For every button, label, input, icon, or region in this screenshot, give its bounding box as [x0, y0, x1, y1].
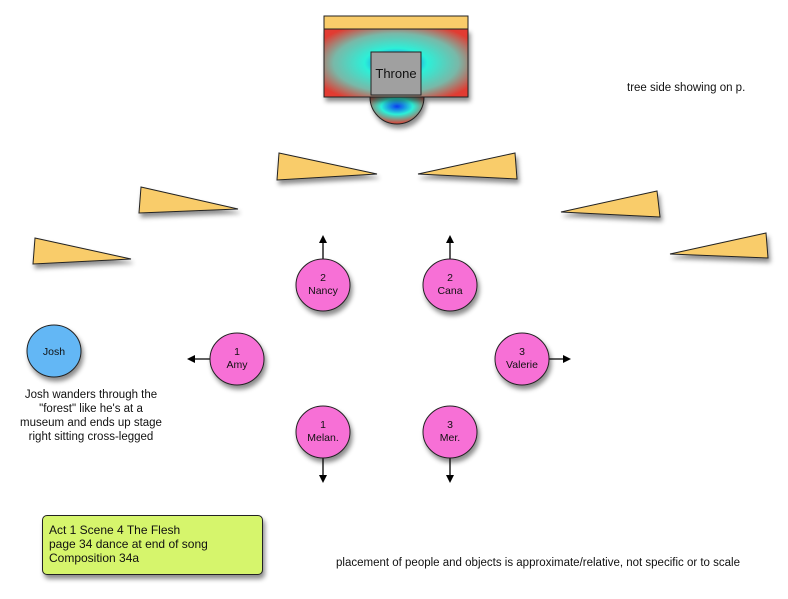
josh-label: Josh: [43, 346, 65, 358]
tree-right-1: [417, 152, 518, 180]
trees-group: [32, 152, 769, 265]
throne-label: Throne: [375, 66, 416, 81]
dancer-valerie: 3 Valerie: [494, 332, 571, 386]
dancer-circle: [422, 405, 478, 459]
tree-right-3: [669, 232, 769, 259]
tree-left-1: [276, 152, 378, 181]
dancer-number: 3: [519, 346, 525, 358]
dancer-name: Cana: [437, 285, 462, 297]
dancer-name: Nancy: [308, 285, 339, 297]
scene-info-line: Composition 34a: [49, 551, 140, 565]
tree-right-2: [560, 190, 661, 218]
throne-box: [370, 51, 422, 96]
scene-info-line: page 34 dance at end of song: [49, 537, 208, 551]
dancer-number: 3: [447, 419, 453, 431]
scene-info-box: Act 1 Scene 4 The Flesh page 34 dance at…: [42, 515, 263, 575]
josh-description-note: Josh wanders through the "forest" like h…: [20, 389, 162, 443]
scene-info-line: Act 1 Scene 4 The Flesh: [49, 523, 181, 537]
throne-semicircle: [369, 96, 425, 125]
dancer-name: Valerie: [506, 359, 538, 371]
tree-left-3: [32, 237, 132, 265]
tree-left-2: [138, 186, 239, 214]
dancer-nancy: 2 Nancy: [295, 235, 351, 312]
tree-side-note: tree side showing on p.: [627, 82, 746, 94]
dancer-melan: 1 Melan.: [295, 405, 351, 483]
dancer-circle: [422, 258, 478, 312]
dancer-number: 2: [447, 272, 453, 284]
dancer-mer: 3 Mer.: [422, 405, 478, 483]
dancer-circle: [295, 258, 351, 312]
scale-disclaimer-note: placement of people and objects is appro…: [336, 557, 740, 569]
dancer-number: 1: [320, 419, 326, 431]
dancer-name: Melan.: [307, 432, 339, 444]
dancer-circle: [209, 332, 265, 386]
dancer-name: Amy: [227, 359, 249, 371]
dancer-number: 1: [234, 346, 240, 358]
throne-top-bar: [323, 15, 469, 30]
dancer-number: 2: [320, 272, 326, 284]
dancer-circle: [494, 332, 550, 386]
dancer-amy: 1 Amy: [187, 332, 265, 386]
dancers-group: 2 Nancy 2 Cana 1 Amy 3 Valerie 1: [187, 235, 571, 483]
dancer-circle: [295, 405, 351, 459]
dancer-cana: 2 Cana: [422, 235, 478, 312]
josh-marker: Josh: [26, 324, 82, 378]
throne-assembly: Throne: [323, 15, 469, 125]
dancer-name: Mer.: [440, 432, 460, 444]
josh-circle: [26, 324, 82, 378]
